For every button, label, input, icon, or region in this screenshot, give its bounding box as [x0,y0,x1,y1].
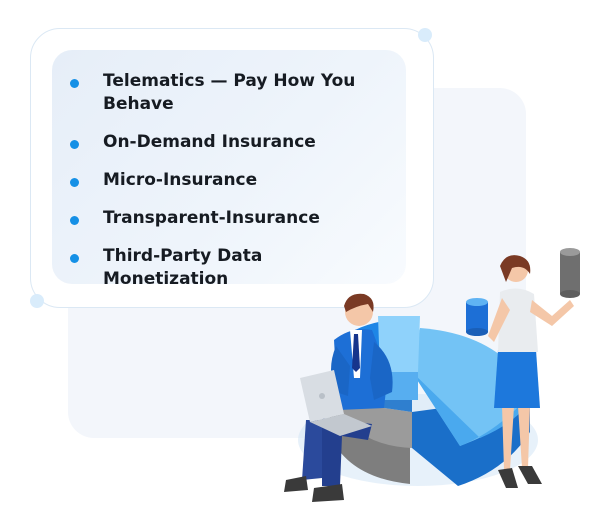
feature-label: Micro-Insurance [103,170,258,190]
bullet-icon [70,178,79,187]
bullet-icon [70,140,79,149]
list-item: Transparent-Insurance [70,207,373,230]
bullet-icon [70,216,79,225]
list-item: On-Demand Insurance [70,131,373,154]
decor-dot-top-right [418,28,432,42]
feature-list: Telematics — Pay How You Behave On-Deman… [70,70,373,289]
list-item: Third-Party Data Monetization [70,245,373,289]
bullet-icon [70,254,79,263]
pie-chart-illustration [298,316,538,486]
feature-label: Third-Party Data Monetization [103,246,263,289]
feature-label: Transparent-Insurance [103,208,320,228]
bullet-icon [70,79,79,88]
feature-label: Telematics — Pay How You Behave [103,71,356,114]
list-item: Micro-Insurance [70,169,373,192]
decor-dot-bottom-left [30,294,44,308]
list-item: Telematics — Pay How You Behave [70,70,373,116]
feature-label: On-Demand Insurance [103,132,316,152]
feature-card [52,50,406,284]
man-with-laptop-illustration [284,293,393,502]
woman-with-database-cylinders-illustration [466,248,580,488]
